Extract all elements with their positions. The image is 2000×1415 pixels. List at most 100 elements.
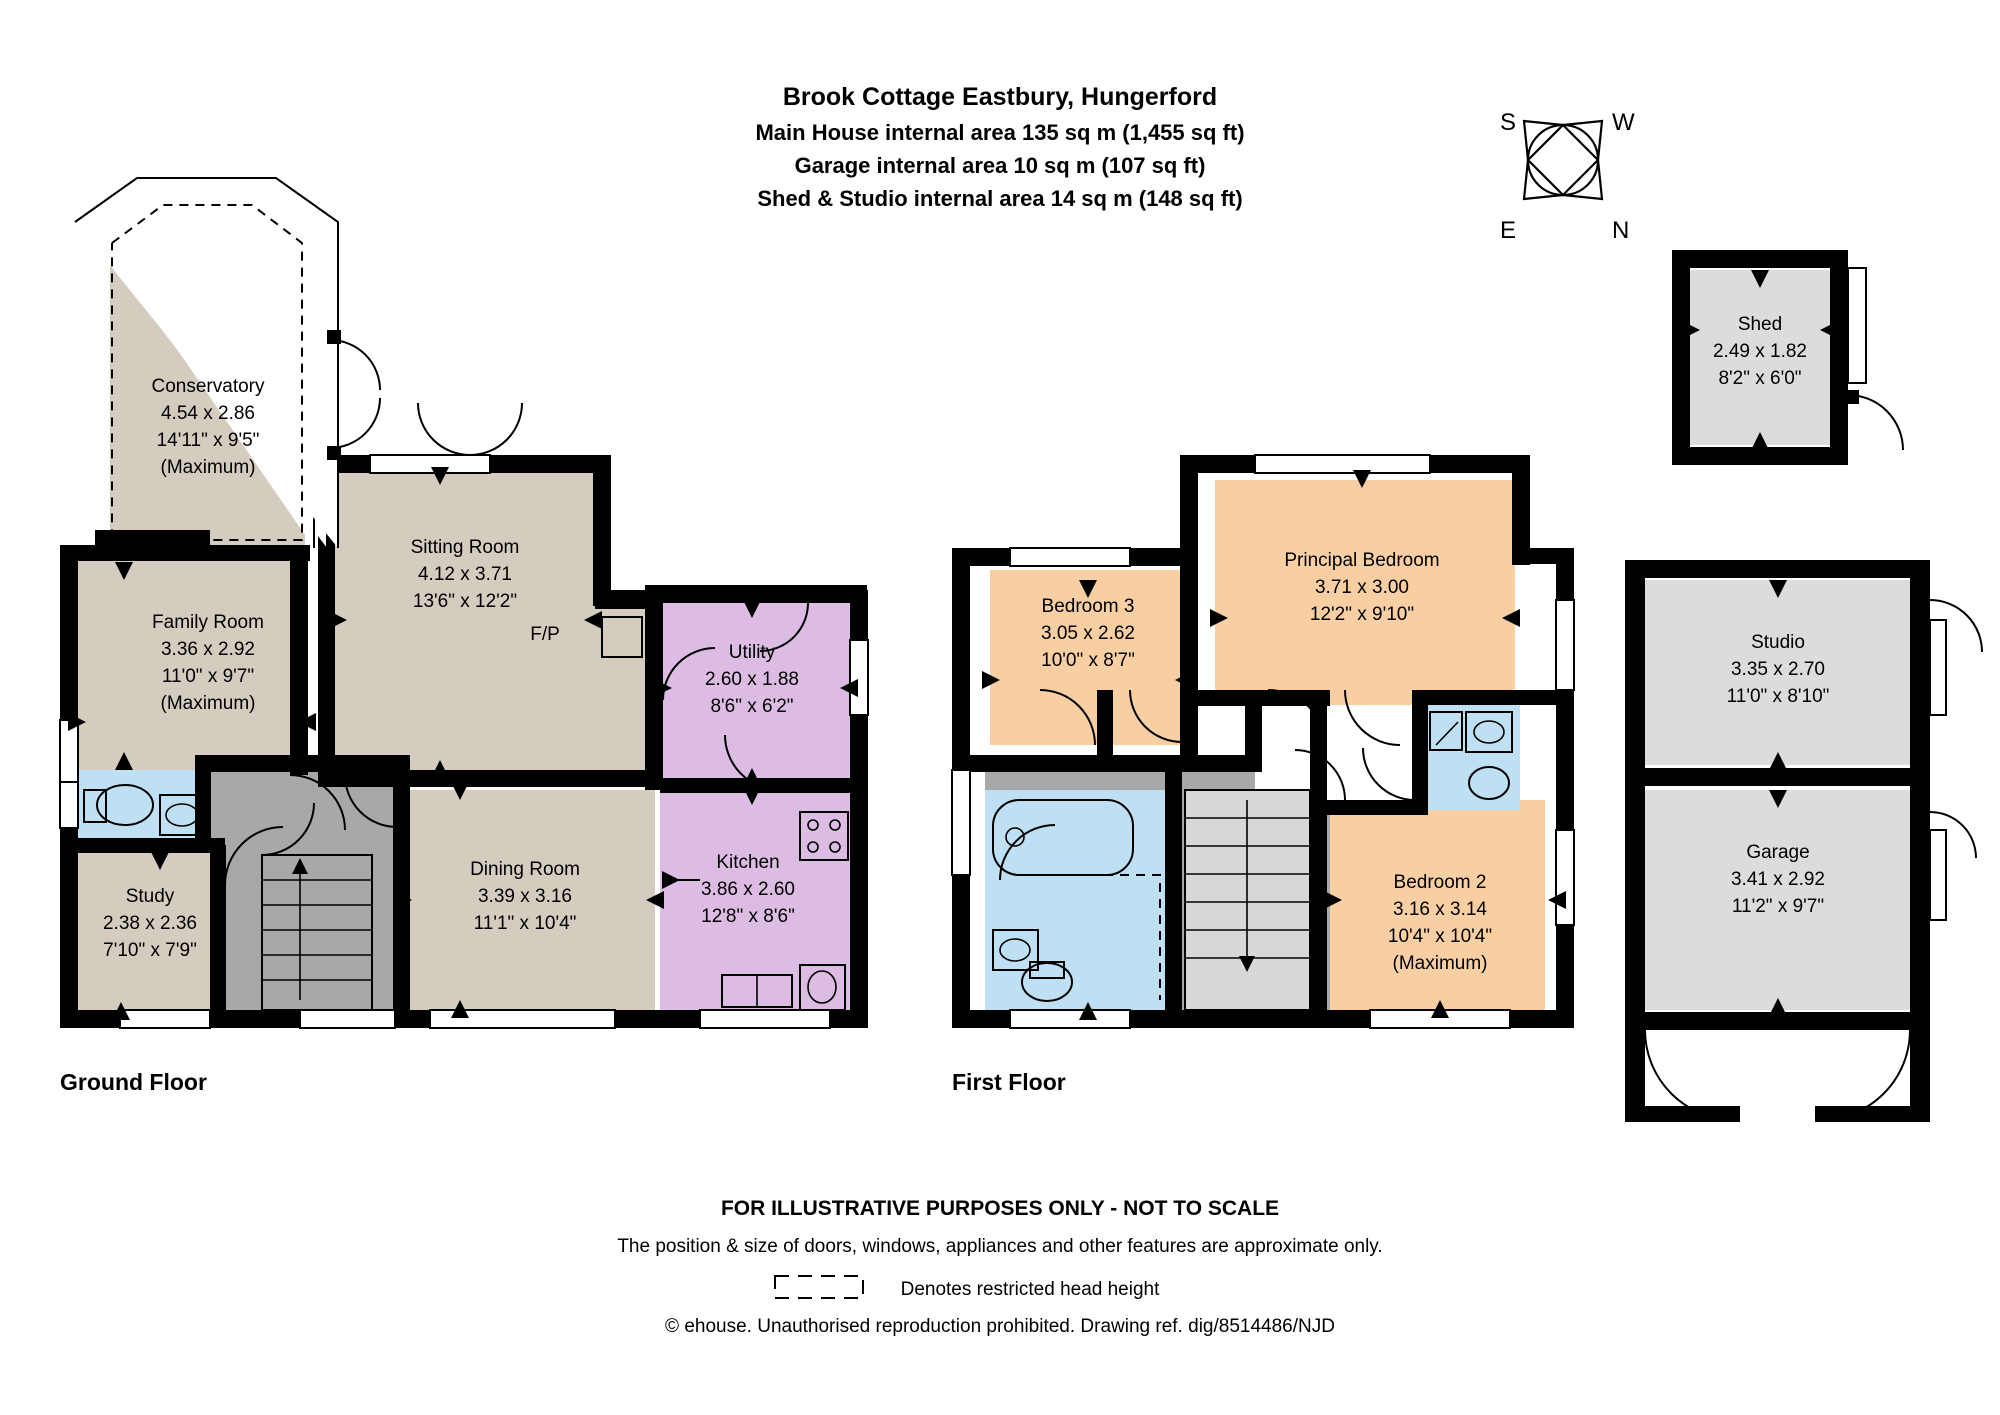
svg-text:3.71 x 3.00: 3.71 x 3.00	[1315, 577, 1409, 598]
svg-text:13'6" x 12'2": 13'6" x 12'2"	[413, 591, 517, 612]
ensuite-fixtures	[1429, 711, 1513, 800]
svg-text:3.41 x 2.92: 3.41 x 2.92	[1731, 869, 1825, 890]
shed-studio-area: Shed & Studio internal area 14 sq m (148…	[757, 186, 1242, 211]
staircase-first	[1184, 789, 1311, 1011]
svg-text:Garage: Garage	[1746, 842, 1809, 863]
label-shed: Shed 2.49 x 1.82 8'2" x 6'0"	[1713, 314, 1807, 389]
svg-text:Kitchen: Kitchen	[716, 852, 779, 873]
ground-floor-plan: F/P	[59, 177, 869, 1095]
label-conservatory: Conservatory 4.54 x 2.86 14'11" x 9'5" (…	[152, 376, 265, 478]
svg-text:Studio: Studio	[1751, 632, 1805, 653]
svg-text:4.12 x 3.71: 4.12 x 3.71	[418, 564, 512, 585]
room-fill-garage	[1645, 790, 1910, 1010]
svg-text:11'0" x 8'10": 11'0" x 8'10"	[1727, 686, 1830, 707]
first-floor-windows	[951, 454, 1575, 1029]
kitchen-fixtures	[721, 811, 849, 1011]
room-fill-shed	[1690, 270, 1830, 445]
label-sitting-room: Sitting Room 4.12 x 3.71 13'6" x 12'2"	[411, 537, 520, 612]
conservatory-structure	[74, 177, 381, 548]
label-principal-bedroom: Principal Bedroom 3.71 x 3.00 12'2" x 9'…	[1284, 550, 1439, 625]
bathroom-fixtures	[992, 799, 1161, 1002]
svg-text:12'2" x 9'10": 12'2" x 9'10"	[1310, 604, 1414, 625]
svg-text:Study: Study	[126, 886, 175, 907]
main-house-area: Main House internal area 135 sq m (1,455…	[755, 120, 1244, 145]
svg-text:12'8" x 8'6": 12'8" x 8'6"	[701, 906, 795, 927]
garage-area: Garage internal area 10 sq m (107 sq ft)	[795, 153, 1206, 178]
svg-text:3.05 x 2.62: 3.05 x 2.62	[1041, 623, 1135, 644]
svg-text:Utility: Utility	[729, 642, 776, 663]
svg-text:14'11" x 9'5": 14'11" x 9'5"	[157, 430, 260, 451]
svg-text:Conservatory: Conservatory	[152, 376, 265, 397]
first-dimension-arrows	[982, 470, 1566, 1020]
room-fill-sitting-room	[335, 470, 595, 770]
staircase-ground	[261, 802, 373, 1011]
room-fill-wc	[75, 770, 210, 845]
room-fill-principal-bedroom	[1215, 480, 1515, 705]
label-studio: Studio 3.35 x 2.70 11'0" x 8'10"	[1727, 632, 1830, 707]
svg-text:7'10" x 7'9": 7'10" x 7'9"	[103, 940, 197, 961]
svg-text:(Maximum): (Maximum)	[161, 693, 256, 714]
svg-text:10'4" x 10'4": 10'4" x 10'4"	[1388, 926, 1492, 947]
footer-disclaimer-title: FOR ILLUSTRATIVE PURPOSES ONLY - NOT TO …	[721, 1197, 1279, 1220]
shed-plan: Shed 2.49 x 1.82 8'2" x 6'0"	[1672, 250, 1904, 465]
plan-title: Brook Cottage Eastbury, Hungerford	[783, 83, 1217, 111]
room-fill-bedroom-2	[1330, 800, 1545, 1010]
svg-text:11'1" x 10'4": 11'1" x 10'4"	[474, 913, 577, 934]
label-garage: Garage 3.41 x 2.92 11'2" x 9'7"	[1731, 842, 1825, 917]
compass-label-s: S	[1500, 109, 1516, 136]
svg-text:Dining Room: Dining Room	[470, 859, 580, 880]
room-fill-bathroom	[985, 790, 1165, 1015]
svg-text:3.16 x 3.14: 3.16 x 3.14	[1393, 899, 1487, 920]
svg-text:3.35 x 2.70: 3.35 x 2.70	[1731, 659, 1825, 680]
compass-rose: S W E N	[1500, 109, 1635, 244]
ground-floor-label: Ground Floor	[60, 1069, 207, 1095]
footer-disclaimer-body: The position & size of doors, windows, a…	[617, 1236, 1382, 1257]
studio-garage-plan: Studio 3.35 x 2.70 11'0" x 8'10" Garage …	[1625, 560, 1983, 1122]
compass-label-w: W	[1612, 109, 1635, 136]
sitting-room-french-doors	[417, 402, 523, 456]
first-floor-label: First Floor	[952, 1069, 1066, 1095]
svg-text:10'0" x 8'7": 10'0" x 8'7"	[1041, 650, 1135, 671]
svg-text:Bedroom 2: Bedroom 2	[1394, 872, 1487, 893]
label-bedroom-3: Bedroom 3 3.05 x 2.62 10'0" x 8'7"	[1041, 596, 1135, 671]
svg-text:8'6" x 6'2": 8'6" x 6'2"	[710, 696, 793, 717]
svg-text:8'2" x 6'0": 8'2" x 6'0"	[1718, 368, 1801, 389]
svg-text:Sitting Room: Sitting Room	[411, 537, 520, 558]
footer-copyright: © ehouse. Unauthorised reproduction proh…	[665, 1316, 1335, 1337]
label-kitchen: Kitchen 3.86 x 2.60 12'8" x 8'6"	[701, 852, 795, 927]
room-fill-family-room	[75, 545, 305, 775]
compass-label-n: N	[1612, 217, 1629, 244]
label-utility: Utility 2.60 x 1.88 8'6" x 6'2"	[705, 642, 799, 717]
svg-text:4.54 x 2.86: 4.54 x 2.86	[161, 403, 255, 424]
fireplace-label: F/P	[530, 624, 560, 645]
svg-text:11'2" x 9'7": 11'2" x 9'7"	[1732, 896, 1824, 917]
svg-text:(Maximum): (Maximum)	[1393, 953, 1488, 974]
svg-text:2.60 x 1.88: 2.60 x 1.88	[705, 669, 799, 690]
svg-text:Principal Bedroom: Principal Bedroom	[1284, 550, 1439, 571]
room-fill-ensuite	[1425, 705, 1520, 810]
room-fill-studio	[1645, 580, 1910, 765]
svg-text:2.49 x 1.82: 2.49 x 1.82	[1713, 341, 1807, 362]
ground-dimension-arrows	[68, 467, 858, 1020]
compass-label-e: E	[1500, 217, 1516, 244]
svg-text:Shed: Shed	[1738, 314, 1782, 335]
svg-text:3.39 x 3.16: 3.39 x 3.16	[478, 886, 572, 907]
room-fill-study	[75, 845, 225, 1010]
svg-text:Bedroom 3: Bedroom 3	[1042, 596, 1135, 617]
garage-doors	[1625, 1029, 1930, 1122]
svg-text:3.86 x 2.60: 3.86 x 2.60	[701, 879, 795, 900]
room-fill-utility	[660, 600, 850, 780]
label-study: Study 2.38 x 2.36 7'10" x 7'9"	[103, 886, 197, 961]
svg-text:(Maximum): (Maximum)	[161, 457, 256, 478]
room-fill-kitchen	[660, 790, 850, 1020]
room-fill-dining-room	[400, 790, 655, 1010]
ground-floor-doors	[224, 602, 809, 886]
svg-text:Family Room: Family Room	[152, 612, 264, 633]
svg-text:2.38 x 2.36: 2.38 x 2.36	[103, 913, 197, 934]
footer-head-height-note: Denotes restricted head height	[901, 1279, 1160, 1300]
fireplace	[595, 595, 655, 658]
svg-text:3.36 x 2.92: 3.36 x 2.92	[161, 639, 255, 660]
svg-text:11'0" x 9'7": 11'0" x 9'7"	[162, 666, 254, 687]
label-bedroom-2: Bedroom 2 3.16 x 3.14 10'4" x 10'4" (Max…	[1388, 872, 1492, 974]
wc-fixtures	[59, 781, 206, 836]
